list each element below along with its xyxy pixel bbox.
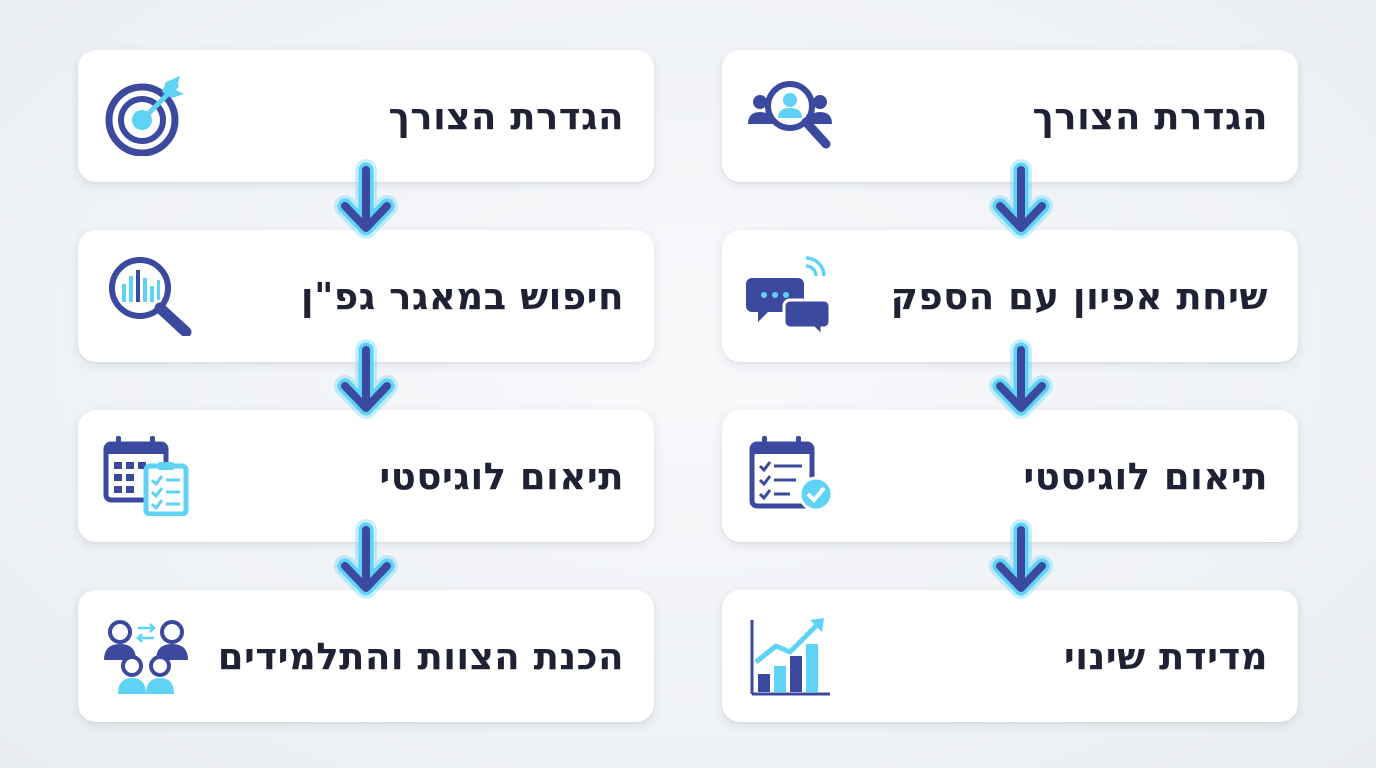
target-icon: [102, 76, 194, 156]
right-step-2-label: שיחת אפיון עם הספק: [890, 274, 1268, 318]
right-step-1-card: הגדרת הצורך: [722, 50, 1298, 182]
left-step-3-card: תיאום לוגיסטי: [78, 410, 654, 542]
left-step-1-label: הגדרת הצורך: [388, 94, 624, 138]
team-icon: [102, 616, 194, 696]
right-arrow-1: [986, 159, 1056, 240]
chat-bubbles-icon: [746, 256, 838, 336]
left-step-4-card: הכנת הצוות והתלמידים: [78, 590, 654, 722]
calendar-checklist-icon: [102, 436, 194, 516]
left-arrow-3: [331, 519, 401, 600]
left-arrow-1: [331, 159, 401, 240]
left-arrow-2: [331, 339, 401, 420]
right-step-4-card: מדידת שינוי: [722, 590, 1298, 722]
left-step-3-label: תיאום לוגיסטי: [379, 454, 624, 498]
growth-chart-icon: [746, 616, 838, 696]
right-step-3-card: תיאום לוגיסטי: [722, 410, 1298, 542]
left-step-4-label: הכנת הצוות והתלמידים: [217, 634, 624, 678]
right-step-4-label: מדידת שינוי: [1063, 634, 1268, 678]
left-step-2-label: חיפוש במאגר גפ"ן: [300, 274, 624, 318]
right-step-2-card: שיחת אפיון עם הספק: [722, 230, 1298, 362]
right-step-3-label: תיאום לוגיסטי: [1023, 454, 1268, 498]
left-step-2-card: חיפוש במאגר גפ"ן: [78, 230, 654, 362]
right-arrow-2: [986, 339, 1056, 420]
user-search-icon: [746, 76, 838, 156]
right-step-1-label: הגדרת הצורך: [1032, 94, 1268, 138]
left-step-1-card: הגדרת הצורך: [78, 50, 654, 182]
right-arrow-3: [986, 519, 1056, 600]
calendar-check-icon: [746, 436, 838, 516]
magnifier-data-icon: [102, 256, 194, 336]
